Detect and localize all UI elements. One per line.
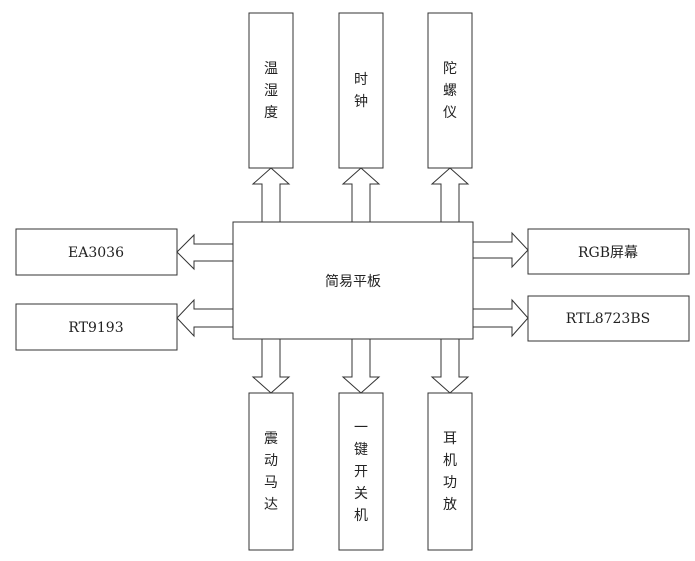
bottom-box-power-switch <box>338 392 384 551</box>
right-box-rtl8723bs-label: RTL8723BS <box>566 311 650 327</box>
arrow-up-humidity <box>251 167 291 223</box>
top-box-humidity <box>248 12 294 169</box>
center-block-label: 简易平板 <box>325 273 381 290</box>
arrow-up-clock <box>341 167 381 223</box>
right-box-rgb-screen-label: RGB屏幕 <box>578 245 638 261</box>
arrow-right-rgb-screen <box>472 231 529 269</box>
top-box-clock <box>338 12 384 169</box>
right-box-rtl8723bs <box>527 295 690 342</box>
bottom-box-vibration-motor <box>248 392 294 551</box>
arrow-right-rtl8723bs <box>472 298 529 338</box>
left-box-rt9193 <box>15 303 178 351</box>
arrow-left-ea3036 <box>176 233 234 271</box>
left-box-rt9193-label: RT9193 <box>68 320 123 336</box>
left-box-ea3036-label: EA3036 <box>68 245 124 261</box>
top-box-humidity-label: 温湿度 <box>264 61 278 121</box>
arrow-down-headphone-amp <box>430 338 470 394</box>
arrow-up-gyroscope <box>430 167 470 223</box>
bottom-box-power-switch-label: 一键开关机 <box>354 420 368 524</box>
bottom-box-headphone-amp <box>427 392 473 551</box>
top-box-gyroscope-label: 陀螺仪 <box>443 61 457 121</box>
bottom-box-headphone-amp-label: 耳机功放 <box>443 431 457 513</box>
center-block <box>232 221 474 340</box>
left-box-ea3036 <box>15 228 178 276</box>
right-box-rgb-screen <box>527 228 690 275</box>
arrow-left-rt9193 <box>176 298 234 338</box>
top-box-clock-label: 时钟 <box>354 72 368 110</box>
bottom-box-vibration-motor-label: 震动马达 <box>264 431 278 513</box>
arrow-down-vibration-motor <box>251 338 291 394</box>
arrow-down-power-switch <box>341 338 381 394</box>
top-box-gyroscope <box>427 12 473 169</box>
